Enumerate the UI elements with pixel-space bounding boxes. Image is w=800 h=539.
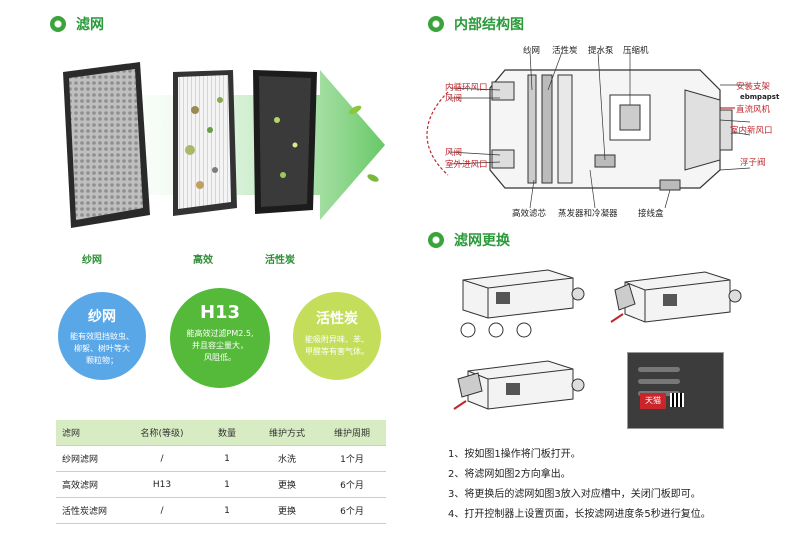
info-circle-h13: H13 能高效过滤PM2.5, 并且容尘量大， 风阻低。 — [170, 288, 270, 388]
structure-section-title: 内部结构图 — [428, 14, 524, 34]
info-circle-h13-desc-2: 并且容尘量大， — [192, 341, 248, 350]
info-circle-carbon-title: 活性炭 — [316, 311, 358, 327]
structure-label-bracket: 安装支架 — [736, 82, 771, 92]
replace-step-2-drawing — [610, 271, 742, 323]
table-row: 高效滤网 H13 1 更换 6个月 — [56, 471, 386, 498]
structure-label-outdoor-inlet: 室外进风口 — [445, 160, 488, 170]
controller-progress-bar — [638, 379, 680, 384]
table-header-cell: 名称(等级) — [126, 420, 198, 446]
table-cell: 活性炭滤网 — [56, 497, 126, 524]
filter-maintenance-table: 滤网 名称(等级) 数量 维护方式 维护周期 纱网滤网 / 1 水洗 1个月 高… — [56, 420, 386, 524]
info-circle-carbon-desc-2: 甲醛等有害气体。 — [305, 347, 369, 356]
replace-section-title: 滤网更换 — [428, 230, 510, 250]
internal-structure-diagram — [426, 51, 751, 209]
table-header-cell: 数量 — [198, 420, 256, 446]
table-cell: 更换 — [256, 471, 318, 498]
replace-step-1-drawing — [460, 269, 585, 338]
table-cell: 1个月 — [318, 445, 386, 472]
table-row: 活性炭滤网 / 1 更换 6个月 — [56, 497, 386, 524]
replace-step-3: 3、将更换后的滤网如图3放入对应槽中，关闭门板即可。 — [448, 489, 701, 500]
info-circle-mesh-desc-2: 柳絮、树叶等大 — [74, 344, 130, 353]
structure-label-pump: 提水泵 — [588, 46, 614, 56]
structure-label-valve-1: 风阀 — [445, 94, 463, 104]
table-row: 纱网滤网 / 1 水洗 1个月 — [56, 445, 386, 472]
replace-step-2: 2、将滤网如图2方向拿出。 — [448, 469, 571, 480]
replace-step-4: 4、打开控制器上设置页面，长按滤网进度条5秒进行复位。 — [448, 509, 711, 520]
tmall-badge: 天猫 — [640, 393, 666, 409]
info-circle-mesh-title: 纱网 — [88, 309, 116, 325]
structure-section-title-text: 内部结构图 — [454, 17, 524, 33]
replace-step-3-drawing — [453, 360, 585, 410]
bullet-icon — [428, 232, 444, 248]
table-cell: 水洗 — [256, 445, 318, 472]
structure-label-indoor-vent: 室内新风口 — [730, 126, 773, 136]
table-cell: 1 — [198, 497, 256, 524]
structure-label-evaporator: 蒸发器和冷凝器 — [558, 209, 618, 219]
structure-label-junction-box: 接线盒 — [638, 209, 664, 219]
filter-label-mesh: 纱网 — [82, 255, 102, 266]
table-header-cell: 维护周期 — [318, 420, 386, 446]
info-circle-carbon: 活性炭 能吸附异味、苯、 甲醛等有害气体。 — [293, 292, 381, 380]
table-cell: 高效滤网 — [56, 471, 126, 498]
bullet-icon — [428, 16, 444, 32]
filter-label-carbon: 活性炭 — [265, 255, 295, 266]
table-cell: 6个月 — [318, 471, 386, 498]
replace-step-1: 1、按如图1操作将门板打开。 — [448, 449, 581, 460]
structure-label-dc-fan: 直流风机 — [736, 105, 771, 115]
structure-label-compressor: 压缩机 — [623, 46, 649, 56]
filter-label-hepa: 高效 — [193, 255, 213, 266]
replace-section-title-text: 滤网更换 — [454, 233, 510, 249]
info-circle-mesh-desc-1: 能有效阻挡蚊虫、 — [70, 332, 134, 341]
table-cell: H13 — [126, 471, 198, 498]
filter-layers-illustration — [63, 62, 385, 228]
table-cell: 1 — [198, 445, 256, 472]
table-cell: 更换 — [256, 497, 318, 524]
structure-label-valve-2: 风阀 — [445, 148, 463, 158]
info-circle-h13-title: H13 — [199, 302, 241, 323]
info-circle-h13-desc-3: 风阻低。 — [204, 353, 236, 362]
controller-progress-bar — [638, 367, 680, 372]
filter-section-title-text: 滤网 — [76, 17, 104, 33]
structure-label-inner-vent: 内循环风口 — [445, 83, 488, 93]
info-circle-mesh-desc-3: 颗粒物； — [86, 356, 118, 365]
ebmpapst-logo: ebmpapst — [740, 93, 780, 101]
table-cell: / — [126, 445, 198, 472]
structure-label-float-valve: 浮子阀 — [740, 158, 766, 168]
structure-label-hepa-core: 高效滤芯 — [512, 209, 547, 219]
info-circle-carbon-desc-1: 能吸附异味、苯、 — [305, 335, 369, 344]
controller-panel: 天猫 — [627, 352, 724, 429]
table-cell: 纱网滤网 — [56, 445, 126, 472]
table-header-row: 滤网 名称(等级) 数量 维护方式 维护周期 — [56, 420, 386, 446]
bullet-icon — [50, 16, 66, 32]
table-header-cell: 维护方式 — [256, 420, 318, 446]
table-header-cell: 滤网 — [56, 420, 126, 446]
qr-code — [670, 393, 684, 407]
table-cell: 1 — [198, 471, 256, 498]
structure-label-mesh: 纱网 — [523, 46, 541, 56]
structure-label-carbon: 活性炭 — [552, 46, 578, 56]
filter-section-title: 滤网 — [50, 14, 104, 34]
info-circle-h13-desc-1: 能高效过滤PM2.5, — [186, 329, 254, 338]
table-cell: 6个月 — [318, 497, 386, 524]
info-circle-mesh: 纱网 能有效阻挡蚊虫、 柳絮、树叶等大 颗粒物； — [58, 292, 146, 380]
table-cell: / — [126, 497, 198, 524]
